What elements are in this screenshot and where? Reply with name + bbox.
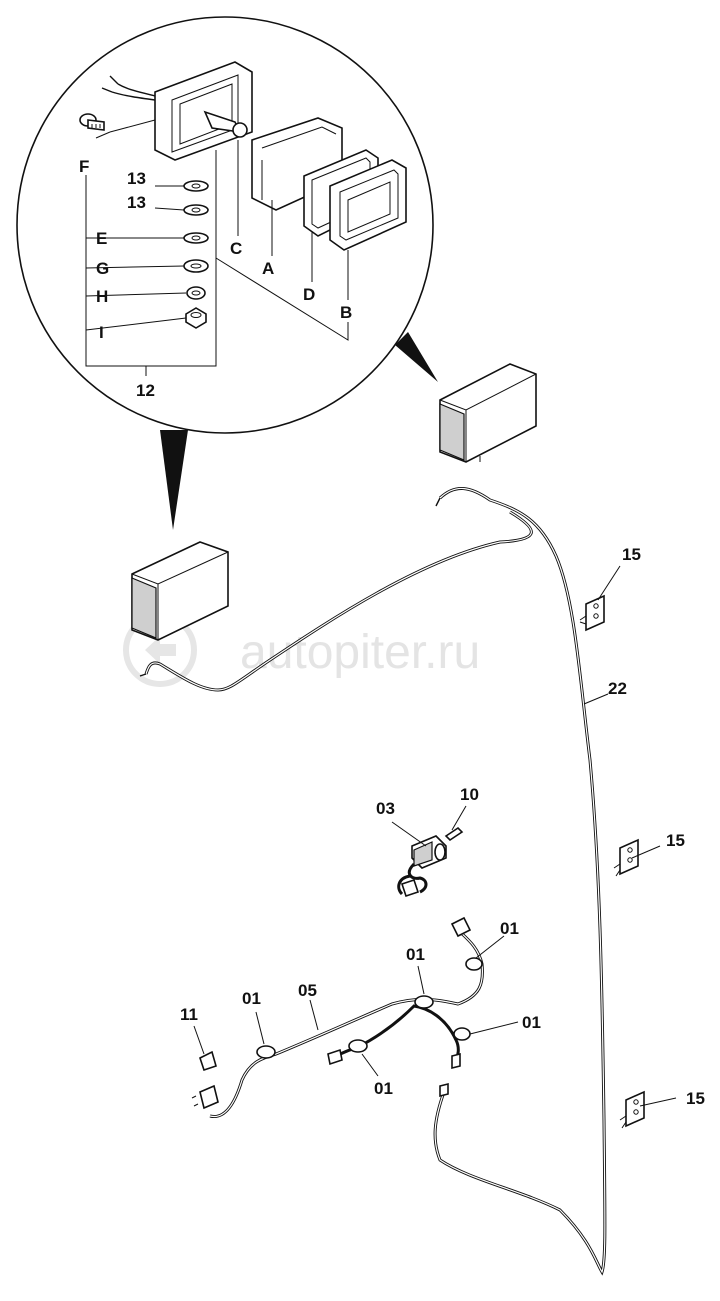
lamp-housing-detail xyxy=(101,61,253,161)
label-15b: 15 xyxy=(666,831,685,850)
bracket-15b xyxy=(613,838,639,877)
label-13b: 13 xyxy=(127,193,146,212)
label-13a: 13 xyxy=(127,169,146,188)
label-e: E xyxy=(96,229,107,248)
connector-small xyxy=(327,1048,343,1066)
clip-01-right xyxy=(453,1027,471,1041)
clip-01-mid xyxy=(414,995,434,1009)
lamp-right xyxy=(439,363,537,463)
label-01-lower: 01 xyxy=(374,1079,393,1098)
detail-pointer-right xyxy=(395,332,438,382)
label-11: 11 xyxy=(180,1005,198,1024)
switch-03 xyxy=(397,835,447,898)
label-01-top: 01 xyxy=(500,919,519,938)
main-leaders xyxy=(193,565,677,1107)
label-01-left: 01 xyxy=(242,989,261,1008)
detail-pointer-left xyxy=(160,430,188,530)
detail-leaders xyxy=(85,131,349,376)
washer-g xyxy=(183,259,209,273)
screw-f xyxy=(79,113,105,131)
label-15a: 15 xyxy=(622,545,641,564)
watermark: autopiter.ru xyxy=(123,613,480,687)
harness-22 xyxy=(139,487,607,1276)
connector-11 xyxy=(191,1050,219,1110)
lamp-left xyxy=(131,541,229,641)
nut-i xyxy=(185,307,207,329)
bracket-15c xyxy=(619,1090,645,1129)
connector-right xyxy=(451,1052,461,1070)
label-a: A xyxy=(262,259,274,278)
label-h: H xyxy=(96,287,108,306)
label-b: B xyxy=(340,303,352,322)
label-i: I xyxy=(99,323,104,342)
connector-top xyxy=(450,916,472,938)
label-01-mid: 01 xyxy=(406,945,425,964)
clip-01-top xyxy=(465,957,483,971)
label-10: 10 xyxy=(460,785,479,804)
label-c: C xyxy=(230,239,242,258)
label-d: D xyxy=(303,285,315,304)
label-05: 05 xyxy=(298,981,317,1000)
connector-end xyxy=(439,1082,449,1098)
bracket-15a xyxy=(579,594,605,632)
label-g: G xyxy=(96,259,109,278)
label-03: 03 xyxy=(376,799,395,818)
label-15c: 15 xyxy=(686,1089,705,1108)
washer-13a xyxy=(183,180,209,192)
part-10 xyxy=(444,826,464,842)
clip-01-left xyxy=(256,1045,276,1059)
clip-01-lower xyxy=(348,1039,368,1053)
washer-13b xyxy=(183,204,209,216)
washer-e xyxy=(183,232,209,244)
detail-view: F 13 13 E G H I C A D B 12 xyxy=(16,16,438,530)
bezel-b xyxy=(329,159,407,251)
label-01-right: 01 xyxy=(522,1013,541,1032)
label-22: 22 xyxy=(608,679,627,698)
label-12: 12 xyxy=(136,381,155,400)
label-f: F xyxy=(79,157,89,176)
watermark-text: autopiter.ru xyxy=(240,626,480,679)
lock-washer-h xyxy=(186,286,206,300)
detail-circle xyxy=(16,16,434,434)
